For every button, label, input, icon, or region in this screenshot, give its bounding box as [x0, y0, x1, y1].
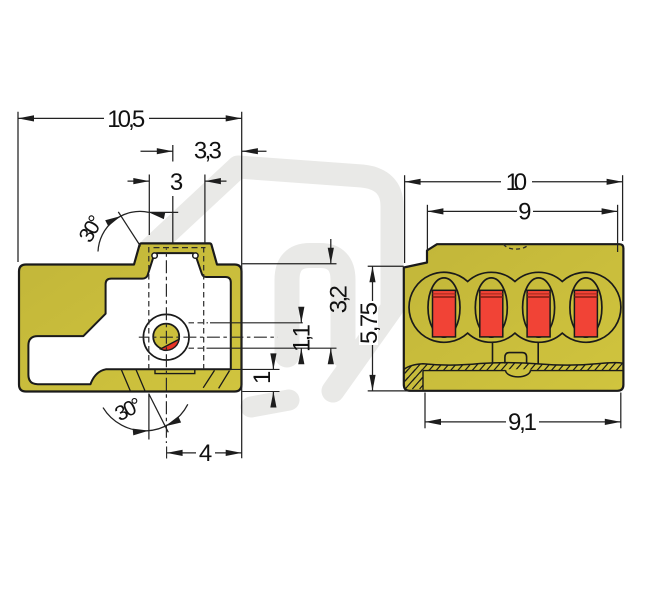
svg-text:4: 4 — [199, 440, 212, 467]
svg-text:5,75: 5,75 — [356, 302, 383, 344]
svg-text:3,3: 3,3 — [194, 138, 222, 165]
svg-text:9: 9 — [518, 198, 531, 225]
svg-text:3,2: 3,2 — [326, 285, 353, 313]
svg-text:10: 10 — [506, 169, 528, 196]
svg-text:3: 3 — [170, 169, 183, 196]
svg-text:9,1: 9,1 — [508, 409, 537, 436]
svg-text:1: 1 — [249, 371, 276, 384]
svg-text:10,5: 10,5 — [107, 106, 145, 133]
svg-text:1,1: 1,1 — [289, 324, 316, 352]
